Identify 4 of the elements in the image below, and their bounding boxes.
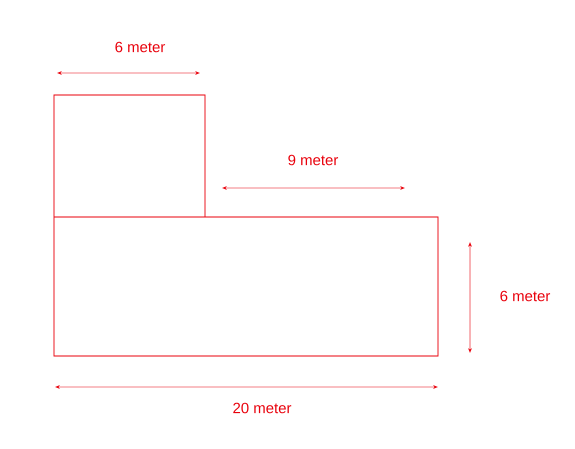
dimension-label: 6 meter	[115, 42, 166, 52]
dimension-label: 6 meter	[500, 290, 550, 302]
dimension-label: 20 meter	[233, 402, 292, 414]
dimension-label: 9 meter	[288, 154, 338, 166]
